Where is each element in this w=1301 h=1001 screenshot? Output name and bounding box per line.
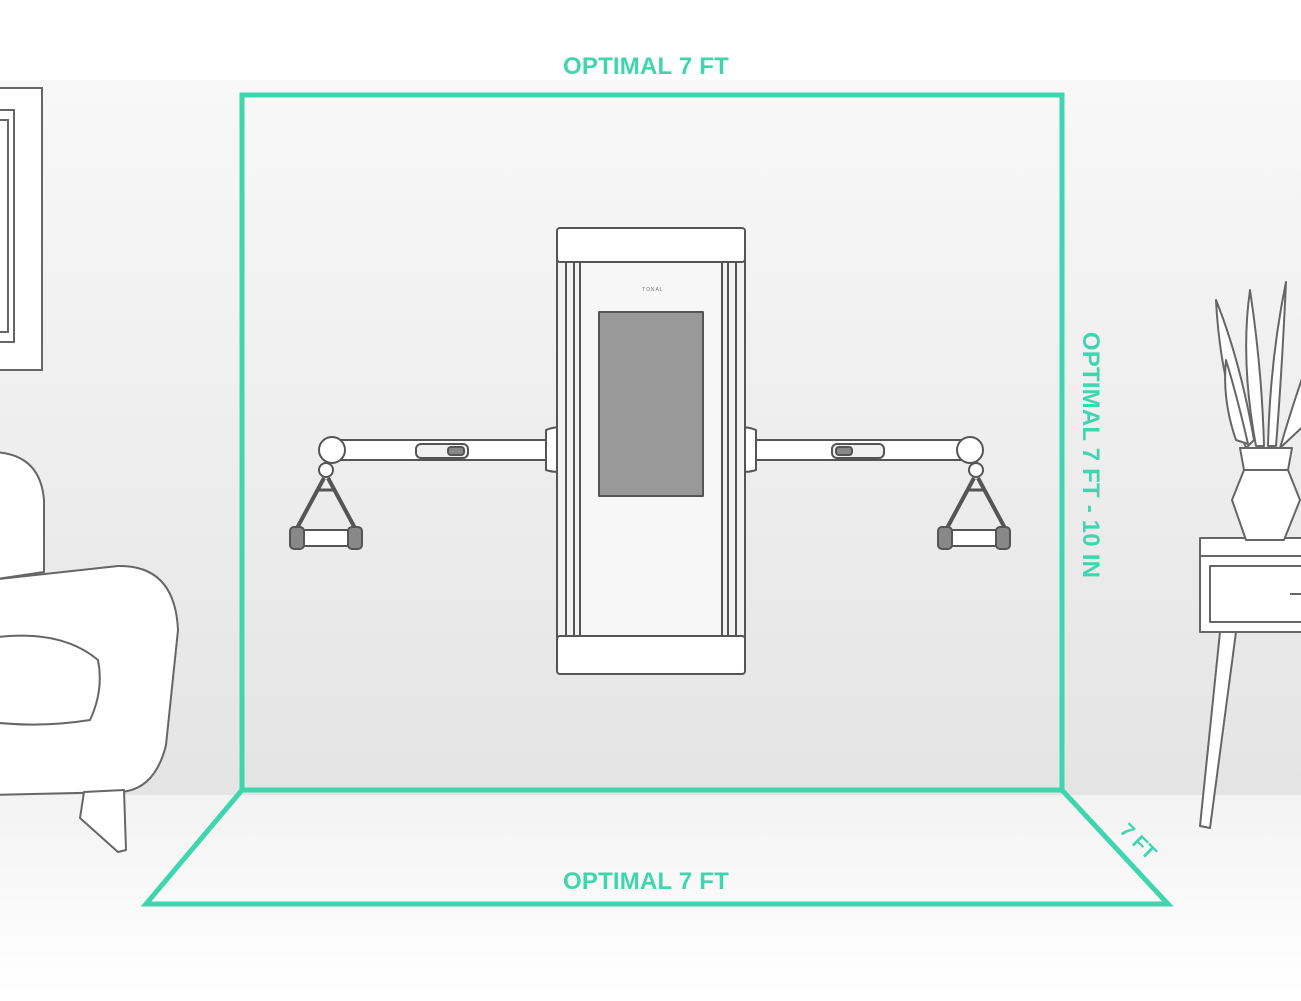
training-unit [556, 227, 746, 675]
top-width-label: OPTIMAL 7 FT [563, 53, 729, 80]
wall-picture-frame [0, 87, 43, 371]
armchair [0, 451, 179, 853]
dimension-lines [140, 92, 1174, 907]
bottom-width-label: OPTIMAL 7 FT [563, 868, 729, 895]
floor-dimension-outline [140, 787, 1174, 907]
device-brand-label: TONAL [642, 287, 664, 293]
floor [0, 795, 1301, 996]
side-table [1199, 537, 1301, 829]
height-label: OPTIMAL 7 FT - 10 IN [1077, 331, 1104, 579]
unit-screen [598, 311, 704, 497]
plant [1215, 281, 1301, 541]
